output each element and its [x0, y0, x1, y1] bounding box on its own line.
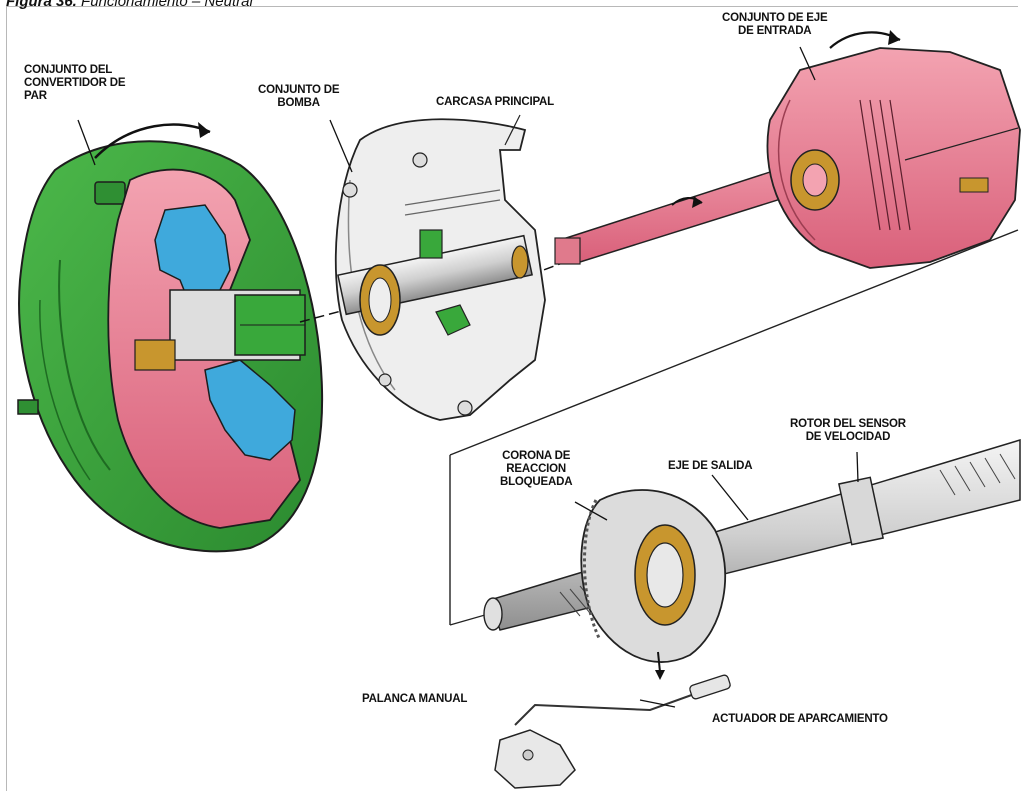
pump-and-main-housing	[336, 115, 545, 420]
input-shaft-assembly	[555, 30, 1020, 268]
label-main-housing: CARCASA PRINCIPAL	[436, 96, 554, 109]
label-torque-converter: CONJUNTO DEL CONVERTIDOR DE PAR	[24, 64, 125, 103]
label-pump-assembly: CONJUNTO DE BOMBA	[258, 84, 339, 110]
label-manual-lever: PALANCA MANUAL	[362, 693, 467, 706]
label-park-actuator: ACTUADOR DE APARCAMIENTO	[712, 713, 888, 726]
torque-converter	[18, 122, 322, 551]
label-reaction-ring: CORONA DE REACCION BLOQUEADA	[500, 450, 572, 489]
manual-lever-and-park-actuator	[495, 652, 731, 788]
label-speed-sensor-rotor: ROTOR DEL SENSOR DE VELOCIDAD	[790, 418, 906, 444]
label-input-shaft: CONJUNTO DE EJE DE ENTRADA	[722, 12, 827, 38]
label-output-shaft: EJE DE SALIDA	[668, 460, 752, 473]
